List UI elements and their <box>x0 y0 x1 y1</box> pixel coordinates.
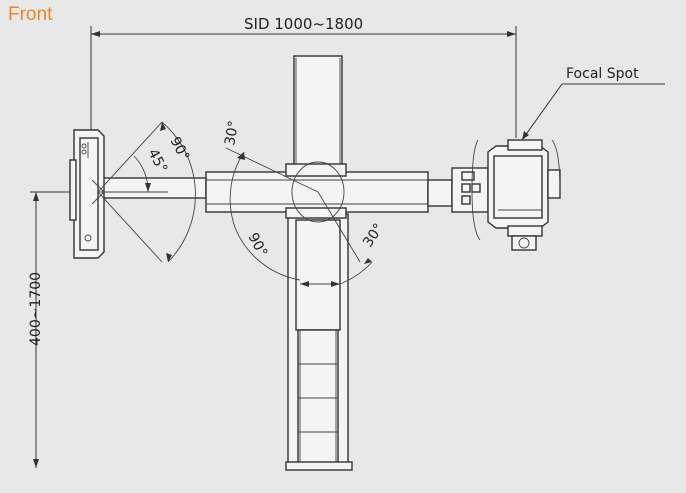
angle-45: 45° <box>144 146 170 175</box>
detector-angle-guides <box>97 121 196 263</box>
sid-label: SID 1000~1800 <box>244 15 363 33</box>
angle-30-top: 30° <box>222 119 242 146</box>
tube-head <box>451 139 561 251</box>
rotation-angle-guides <box>225 147 373 287</box>
focal-spot-leader <box>521 83 665 141</box>
front-label: Front <box>8 4 53 25</box>
height-label: 400~1700 <box>28 272 44 346</box>
angle-90-bottom: 90° <box>244 230 270 259</box>
focal-spot-label: Focal Spot <box>566 66 639 82</box>
detector-panel <box>69 129 105 259</box>
angle-30-bottom: 30° <box>360 221 387 251</box>
vertical-column <box>285 55 353 471</box>
